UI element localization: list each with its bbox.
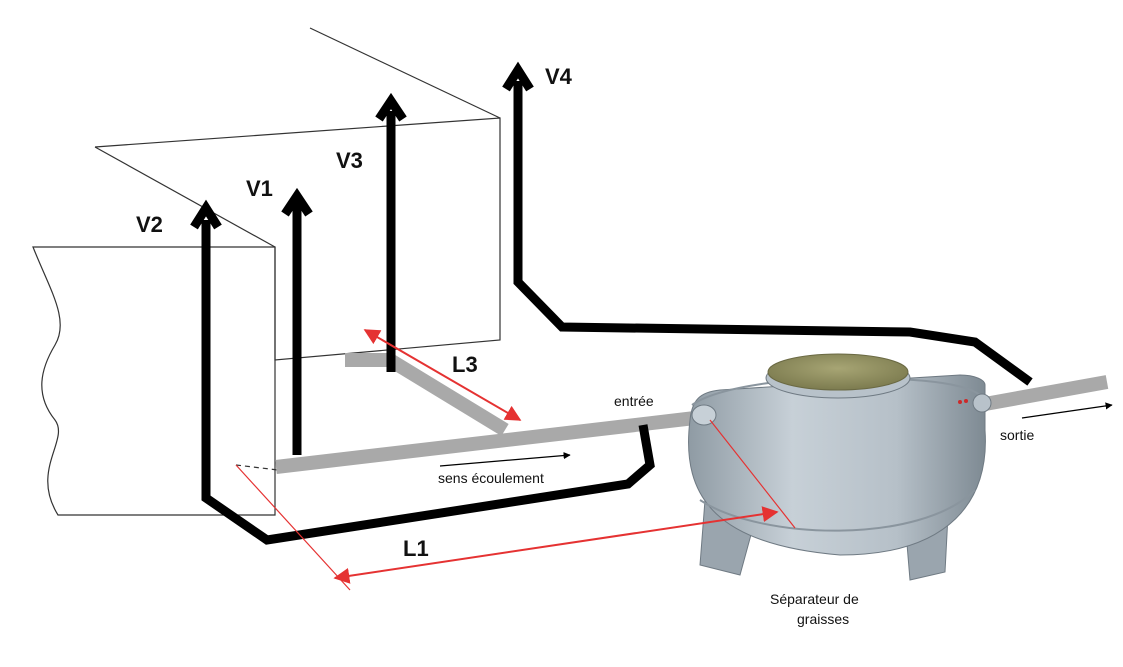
- sens-ecoulement-arrow: [439, 451, 571, 467]
- grease-separator-tank: [688, 353, 992, 581]
- label-entree: entrée: [614, 393, 654, 409]
- v4-arrowhead: [502, 61, 534, 92]
- dimension-lines: [235, 419, 796, 591]
- main-drain-pipe: [275, 409, 713, 474]
- label-l3: L3: [452, 352, 478, 377]
- label-v1: V1: [246, 176, 273, 201]
- branch-drain-pipe: [345, 353, 509, 436]
- label-v2: V2: [136, 212, 163, 237]
- label-separateur-line1: Séparateur de: [770, 591, 859, 607]
- label-v4: V4: [545, 64, 573, 89]
- v2-arrowhead: [190, 199, 222, 230]
- l1-dimension-arrow: [333, 506, 779, 584]
- outlet-pipe: [983, 375, 1109, 411]
- label-sortie: sortie: [1000, 427, 1034, 443]
- v3-arrowhead: [375, 92, 407, 122]
- sortie-arrow: [1021, 402, 1113, 419]
- vent-pipe-v4: [513, 81, 1033, 386]
- l3-dimension-arrow: [363, 329, 522, 421]
- label-l1: L1: [403, 536, 429, 561]
- label-sens-ecoulement: sens écoulement: [438, 470, 544, 486]
- label-separateur-line2: graisses: [797, 611, 849, 627]
- label-v3: V3: [336, 148, 363, 173]
- v1-arrowhead: [281, 187, 313, 217]
